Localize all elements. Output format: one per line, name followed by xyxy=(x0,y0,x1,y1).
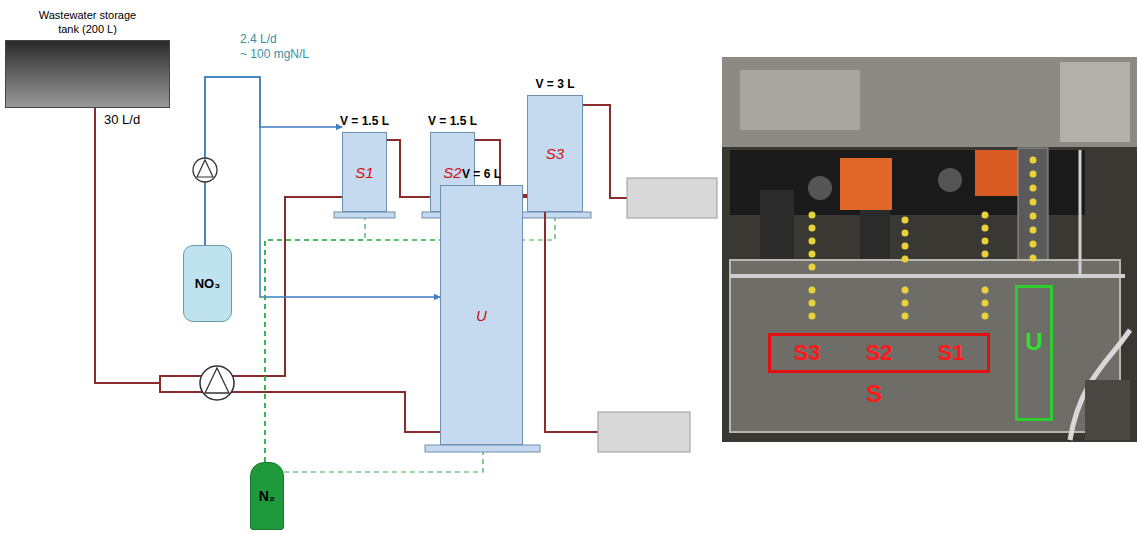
gas-line xyxy=(265,212,452,462)
flow-pipe xyxy=(205,77,440,297)
outlet-pipe xyxy=(523,195,598,432)
node-label: S1 xyxy=(355,164,373,181)
flow-rate: 2.4 L/d xyxy=(240,32,277,46)
node-heading: V = 3 L xyxy=(535,77,574,91)
flow-pipe xyxy=(95,108,440,432)
reactor-box: V = 1.5 LS1 xyxy=(342,132,387,212)
node-heading: V = 6 L xyxy=(462,167,501,181)
photo-callout-box: U xyxy=(1015,285,1053,421)
node-label: S2 xyxy=(443,164,461,181)
nitrate-tank: NO₃ xyxy=(183,245,232,322)
storage-tank: Wastewater storage tank (200 L) xyxy=(5,40,170,108)
effluent-box xyxy=(598,412,690,452)
node-label: U xyxy=(1025,328,1042,356)
effluent-box xyxy=(627,178,717,218)
photo-callout-box: S3 S2 S1 xyxy=(768,333,990,373)
concentration: ~ 100 mgN/L xyxy=(240,47,309,61)
flow-rate: 30 L/d xyxy=(104,112,140,127)
node-heading: Wastewater storage tank (200 L) xyxy=(28,8,148,36)
node-label: S3 xyxy=(794,340,821,366)
lab-photo xyxy=(722,57,1137,442)
reactor-box: V = 6 LU xyxy=(440,185,523,445)
node-label: S1 xyxy=(938,340,965,366)
node-label: S3 xyxy=(546,145,564,162)
gas-cylinder: N₂ xyxy=(250,462,284,530)
node-heading: V = 1.5 L xyxy=(340,114,389,128)
pump-symbol xyxy=(200,366,234,400)
node-label: N₂ xyxy=(259,488,275,504)
outlet-pipe xyxy=(583,105,627,198)
flow-pipe xyxy=(205,77,342,245)
group-label: S xyxy=(866,380,882,408)
reactor-box: V = 3 LS3 xyxy=(527,95,583,212)
gas-line xyxy=(265,212,365,462)
node-label: S2 xyxy=(866,340,893,366)
flow-pipe xyxy=(95,108,342,383)
node-heading: V = 1.5 L xyxy=(428,114,477,128)
node-label: NO₃ xyxy=(195,276,221,291)
node-label: U xyxy=(476,307,487,324)
flow-pipe xyxy=(387,140,430,197)
pump-symbol xyxy=(193,158,217,182)
